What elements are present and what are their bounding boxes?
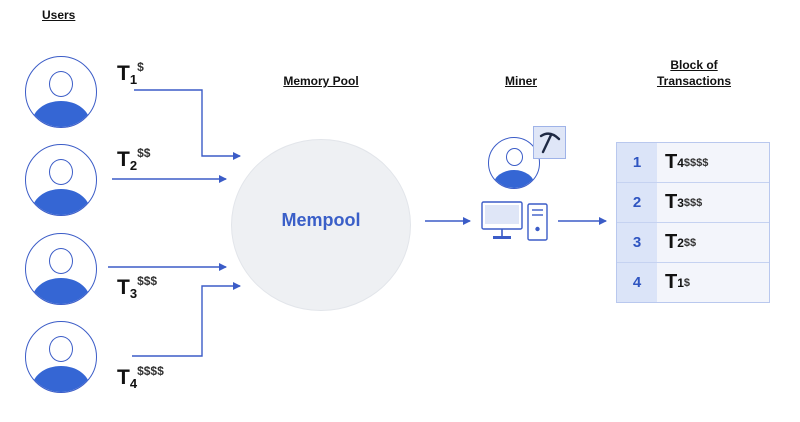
- user-head: [49, 71, 73, 97]
- tx-letter: T: [665, 191, 678, 213]
- block-row-number: 2: [617, 183, 657, 222]
- pickaxe-graphic: [539, 132, 561, 154]
- tx-letter: T: [117, 148, 130, 171]
- tx-subscript: 3: [677, 195, 684, 210]
- transaction-label-4: T4$$$$: [117, 364, 164, 391]
- user-body: [32, 278, 90, 304]
- block-row-number: 4: [617, 263, 657, 302]
- block-row-number: 1: [617, 143, 657, 182]
- computer-icon: [481, 201, 548, 241]
- arrow-tx4-to-mempool: [132, 282, 241, 357]
- transaction-label-2: T2$$: [117, 146, 150, 173]
- tx-amount: $$$$: [683, 156, 709, 169]
- tx-subscript: 2: [677, 235, 684, 250]
- tx-amount: $$$$: [137, 364, 164, 378]
- tx-subscript: 1: [677, 275, 684, 290]
- tx-amount: $: [683, 276, 691, 289]
- user-head: [505, 148, 523, 166]
- transaction-label-1: T1$: [117, 60, 144, 87]
- user-body: [493, 170, 535, 188]
- user-head: [49, 159, 73, 185]
- tx-subscript: 1: [129, 72, 138, 87]
- tx-amount: $$: [683, 236, 697, 249]
- tx-letter: T: [117, 62, 130, 85]
- block-heading-line1: Block of: [670, 58, 718, 72]
- tx-letter: T: [117, 366, 130, 389]
- block-heading-line2: Transactions: [656, 74, 732, 88]
- tx-letter: T: [665, 271, 678, 293]
- user-icon: [488, 137, 540, 189]
- user-icon: [25, 144, 97, 216]
- user-icon: [25, 321, 97, 393]
- user-head: [49, 248, 73, 274]
- tx-letter: T: [665, 151, 678, 173]
- tx-amount: $$$: [137, 274, 158, 288]
- user-body: [32, 101, 90, 127]
- tx-amount: $$: [137, 146, 151, 160]
- tx-subscript: 4: [677, 155, 684, 170]
- tx-subscript: 2: [129, 158, 138, 173]
- user-icon: [25, 233, 97, 305]
- tx-subscript: 4: [129, 376, 138, 391]
- tx-subscript: 3: [129, 286, 138, 301]
- arrow-tx1-to-mempool: [134, 89, 241, 160]
- tx-amount: $$$: [683, 196, 703, 209]
- miner-heading: Miner: [504, 74, 538, 88]
- memory-pool-heading: Memory Pool: [283, 74, 359, 88]
- users-heading: Users: [42, 8, 76, 22]
- block-row-number: 3: [617, 223, 657, 262]
- tx-amount: $: [137, 60, 144, 74]
- user-body: [32, 366, 90, 392]
- user-icon: [25, 56, 97, 128]
- user-head: [49, 336, 73, 362]
- user-body: [32, 189, 90, 215]
- pickaxe-icon: [533, 126, 566, 159]
- transaction-label-3: T3$$$: [117, 274, 157, 301]
- tx-letter: T: [665, 231, 678, 253]
- tx-letter: T: [117, 276, 130, 299]
- mempool-circle: Mempool: [231, 139, 411, 311]
- mempool-label: Mempool: [281, 210, 361, 230]
